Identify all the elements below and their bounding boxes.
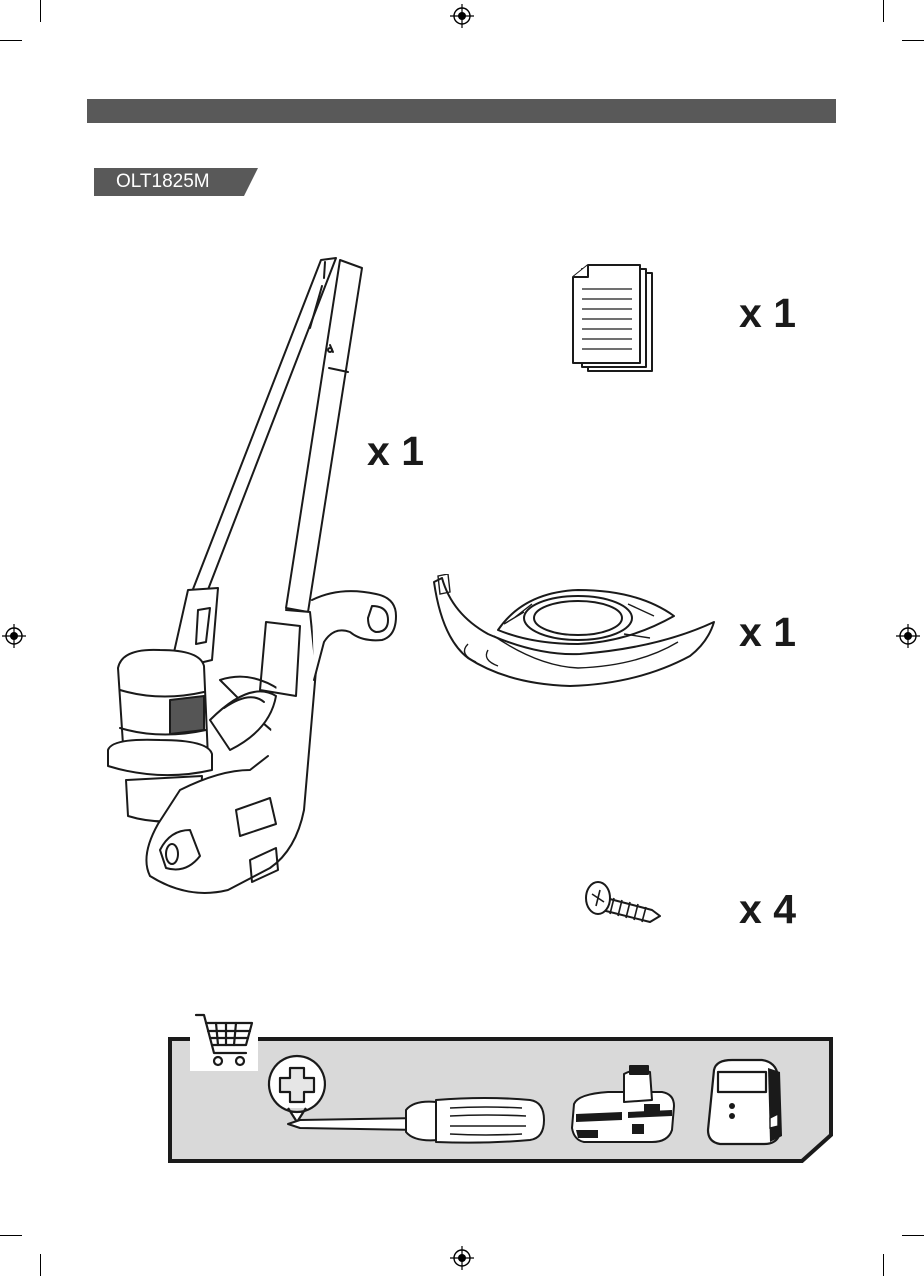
screw-quantity: x 4 bbox=[739, 889, 796, 930]
screw-illustration bbox=[580, 876, 664, 926]
guard-illustration bbox=[428, 574, 720, 690]
crop-mark bbox=[40, 0, 41, 22]
screwdriver-icon bbox=[286, 1094, 548, 1146]
section-header-bar bbox=[87, 99, 836, 123]
string-trimmer-illustration bbox=[100, 250, 410, 905]
model-tag: OLT1825M bbox=[94, 168, 258, 196]
registration-mark-icon bbox=[896, 624, 920, 648]
manual-quantity: x 1 bbox=[739, 293, 796, 334]
guard-quantity: x 1 bbox=[739, 612, 796, 653]
charger-icon bbox=[706, 1058, 784, 1148]
crop-mark bbox=[883, 1254, 884, 1276]
shopping-cart-icon bbox=[190, 1007, 258, 1071]
registration-mark-icon bbox=[450, 1246, 474, 1270]
trimmer-quantity: x 1 bbox=[367, 431, 424, 472]
crop-mark bbox=[883, 0, 884, 22]
registration-mark-icon bbox=[2, 624, 26, 648]
manual-document-icon bbox=[570, 263, 658, 375]
crop-mark bbox=[40, 1254, 41, 1276]
model-label: OLT1825M bbox=[116, 171, 210, 193]
crop-mark bbox=[902, 1235, 924, 1236]
crop-mark bbox=[0, 40, 22, 41]
crop-mark bbox=[0, 1235, 22, 1236]
battery-icon bbox=[568, 1064, 678, 1146]
crop-mark bbox=[902, 40, 924, 41]
registration-mark-icon bbox=[450, 4, 474, 28]
